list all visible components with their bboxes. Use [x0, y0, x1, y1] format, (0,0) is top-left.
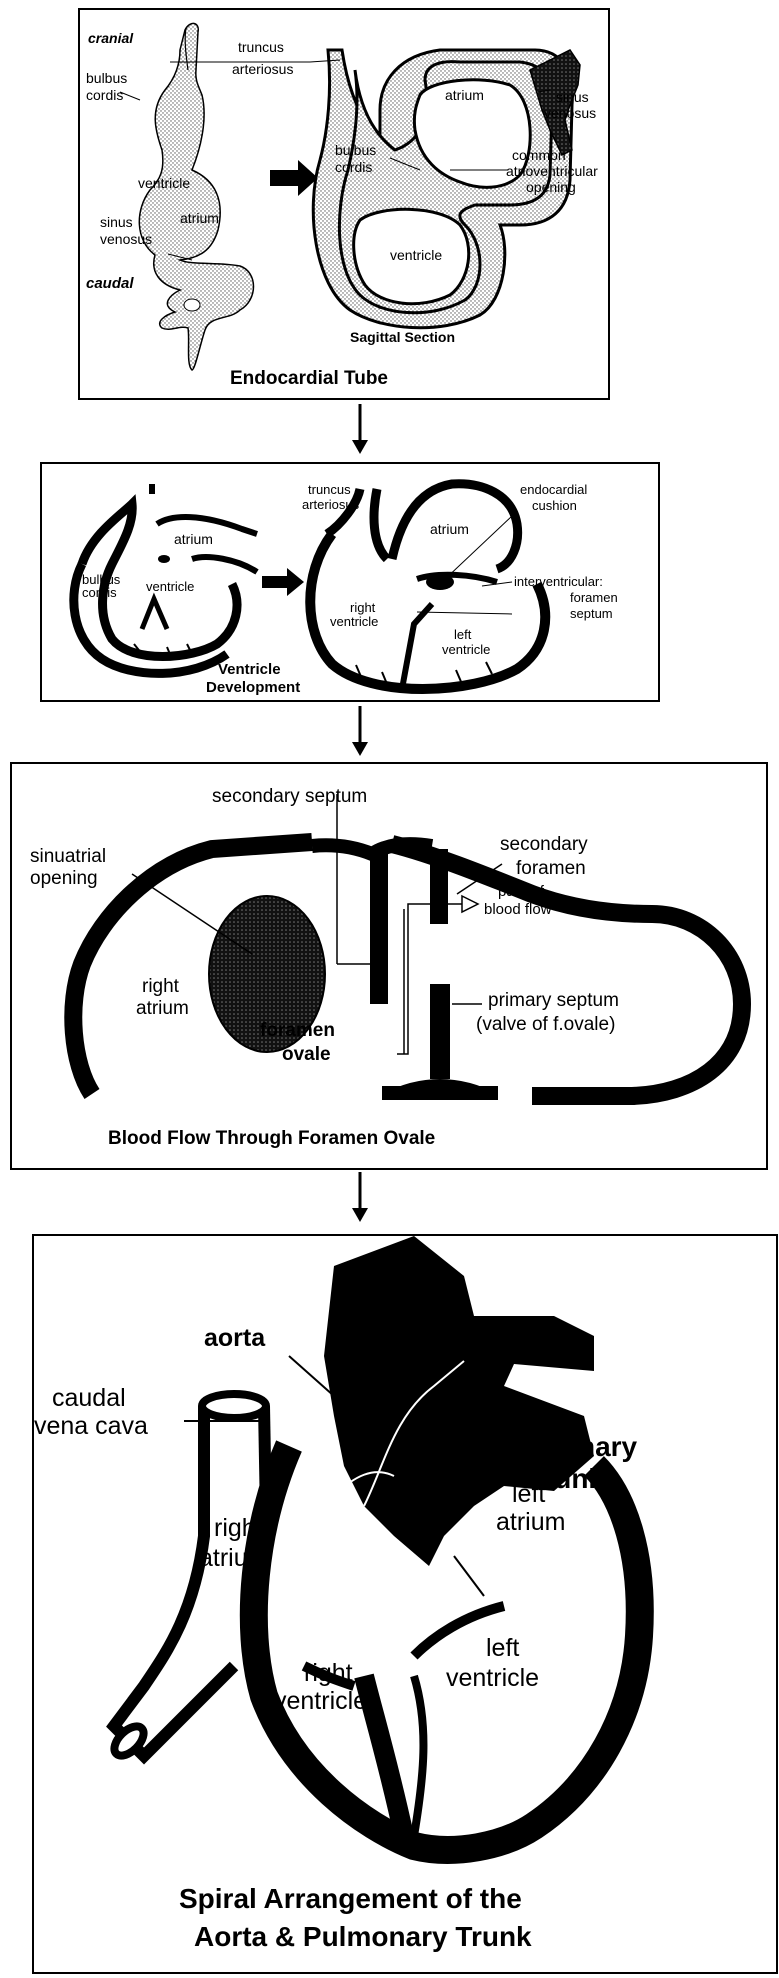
- down-arrow-icon: [350, 1172, 370, 1224]
- right-atrium-label: right: [214, 1514, 263, 1542]
- aorta-label: aorta: [204, 1324, 266, 1352]
- primary-septum-label: primary septum: [488, 990, 619, 1011]
- atrium-left-label: atrium: [180, 210, 219, 226]
- down-arrow-icon: [350, 404, 370, 456]
- endocardial-tube-panel: cranial bulbus cordis truncus arteriosus…: [78, 8, 610, 400]
- bulbus-cordis-right-label: bulbus: [335, 142, 376, 158]
- endocardial-tube-title: Endocardial Tube: [230, 368, 388, 389]
- secondary-foramen-label-2: foramen: [516, 858, 586, 879]
- sinus-venosus-label: sinus: [100, 214, 133, 230]
- path-of-blood-flow-label: path of: [498, 883, 545, 900]
- path-of-blood-flow-label-2: blood flow: [484, 901, 552, 918]
- blood-flow-arrow-icon: [462, 896, 478, 912]
- foramen-ovale-title: Blood Flow Through Foramen Ovale: [108, 1128, 435, 1149]
- ventricle-left-label: ventricle: [146, 579, 194, 594]
- cushion-label: cushion: [532, 498, 577, 513]
- truncus-arteriosus-label: truncus: [238, 39, 284, 55]
- foramen-ovale-label-2: ovale: [282, 1044, 331, 1065]
- foramen-ovale-panel: secondary septum sinuatrial opening seco…: [10, 762, 768, 1170]
- common-av-opening-label: common: [512, 147, 566, 163]
- right-atrium-label-2: atrium: [136, 998, 189, 1019]
- atrium-left-label: atrium: [174, 531, 213, 547]
- spiral-arrangement-panel: aorta caudal vena cava pulmonary trunk l…: [32, 1234, 778, 1974]
- sagittal-section-label: Sagittal Section: [350, 329, 455, 345]
- common-av-opening-label-2: atrioventricular: [506, 163, 598, 179]
- right-ventricle-label: right: [304, 1659, 353, 1687]
- right-ventricle-label-2: ventricle: [274, 1687, 367, 1715]
- right-atrium-label: right: [142, 976, 180, 997]
- endocardial-label: endocardial: [520, 482, 587, 497]
- ventricle-development-panel: truncus arteriosus atrium bulbus cordis …: [40, 462, 660, 702]
- left-ventricle-label: left: [454, 627, 472, 642]
- arteriosus-label: arteriosus: [302, 497, 360, 512]
- caudal-vena-cava-label: caudal: [52, 1384, 126, 1412]
- foramen-label: foramen: [570, 590, 618, 605]
- primary-septum-label-2: (valve of f.ovale): [476, 1014, 615, 1035]
- right-ventricle-label: right: [350, 600, 376, 615]
- atrium-right-label: atrium: [430, 521, 469, 537]
- interventricular-label: interventricular:: [514, 574, 603, 589]
- right-atrium-label-2: atrium: [199, 1544, 268, 1572]
- bulbus-cordis-label: bulbus: [86, 70, 127, 86]
- ventricle-left-label: ventricle: [138, 175, 190, 191]
- down-arrow-icon: [350, 706, 370, 758]
- sinus-venosus-right-label: sinus: [556, 89, 589, 105]
- sinus-venosus-right-label-2: venosus: [544, 105, 596, 121]
- cordis-label: cordis: [82, 585, 117, 600]
- truncus-label: truncus: [308, 482, 351, 497]
- left-ventricle-label-2: ventricle: [442, 642, 490, 657]
- right-ventricle-label-2: ventricle: [330, 614, 378, 629]
- sinuatrial-opening-label: sinuatrial: [30, 846, 106, 867]
- common-av-opening-label-3: opening: [526, 179, 576, 195]
- bulbus-cordis-right-label-2: cordis: [335, 159, 372, 175]
- caudal-vena-cava-label-2: vena cava: [34, 1412, 148, 1440]
- truncus-arteriosus-label-2: arteriosus: [232, 61, 293, 77]
- pulmonary-trunk-label: pulmonary: [494, 1431, 638, 1462]
- left-atrium-label-2: atrium: [496, 1508, 565, 1536]
- right-arrow-icon: [270, 160, 318, 196]
- secondary-septum-label: secondary septum: [212, 786, 367, 807]
- bulbus-cordis-label-2: cordis: [86, 87, 123, 103]
- ventricle-development-title-2: Development: [206, 679, 300, 696]
- foramen-ovale-label: foramen: [260, 1020, 335, 1041]
- left-atrium-label: left: [512, 1480, 545, 1508]
- spiral-arrangement-title-2: Aorta & Pulmonary Trunk: [194, 1921, 532, 1952]
- atrium-right-label: atrium: [445, 87, 484, 103]
- spiral-arrangement-title: Spiral Arrangement of the: [179, 1883, 522, 1914]
- ventricle-right-label: ventricle: [390, 247, 442, 263]
- left-ventricle-label-2: ventricle: [446, 1664, 539, 1692]
- sinus-venosus-label-2: venosus: [100, 231, 152, 247]
- left-ventricle-label: left: [486, 1634, 519, 1662]
- caudal-label: caudal: [86, 275, 134, 292]
- ventricle-development-title: Ventricle: [218, 661, 281, 678]
- septum-label: septum: [570, 606, 613, 621]
- right-arrow-icon: [262, 568, 304, 596]
- cranial-label: cranial: [88, 30, 134, 46]
- secondary-foramen-label: secondary: [500, 834, 588, 855]
- sinuatrial-opening-label-2: opening: [30, 868, 98, 889]
